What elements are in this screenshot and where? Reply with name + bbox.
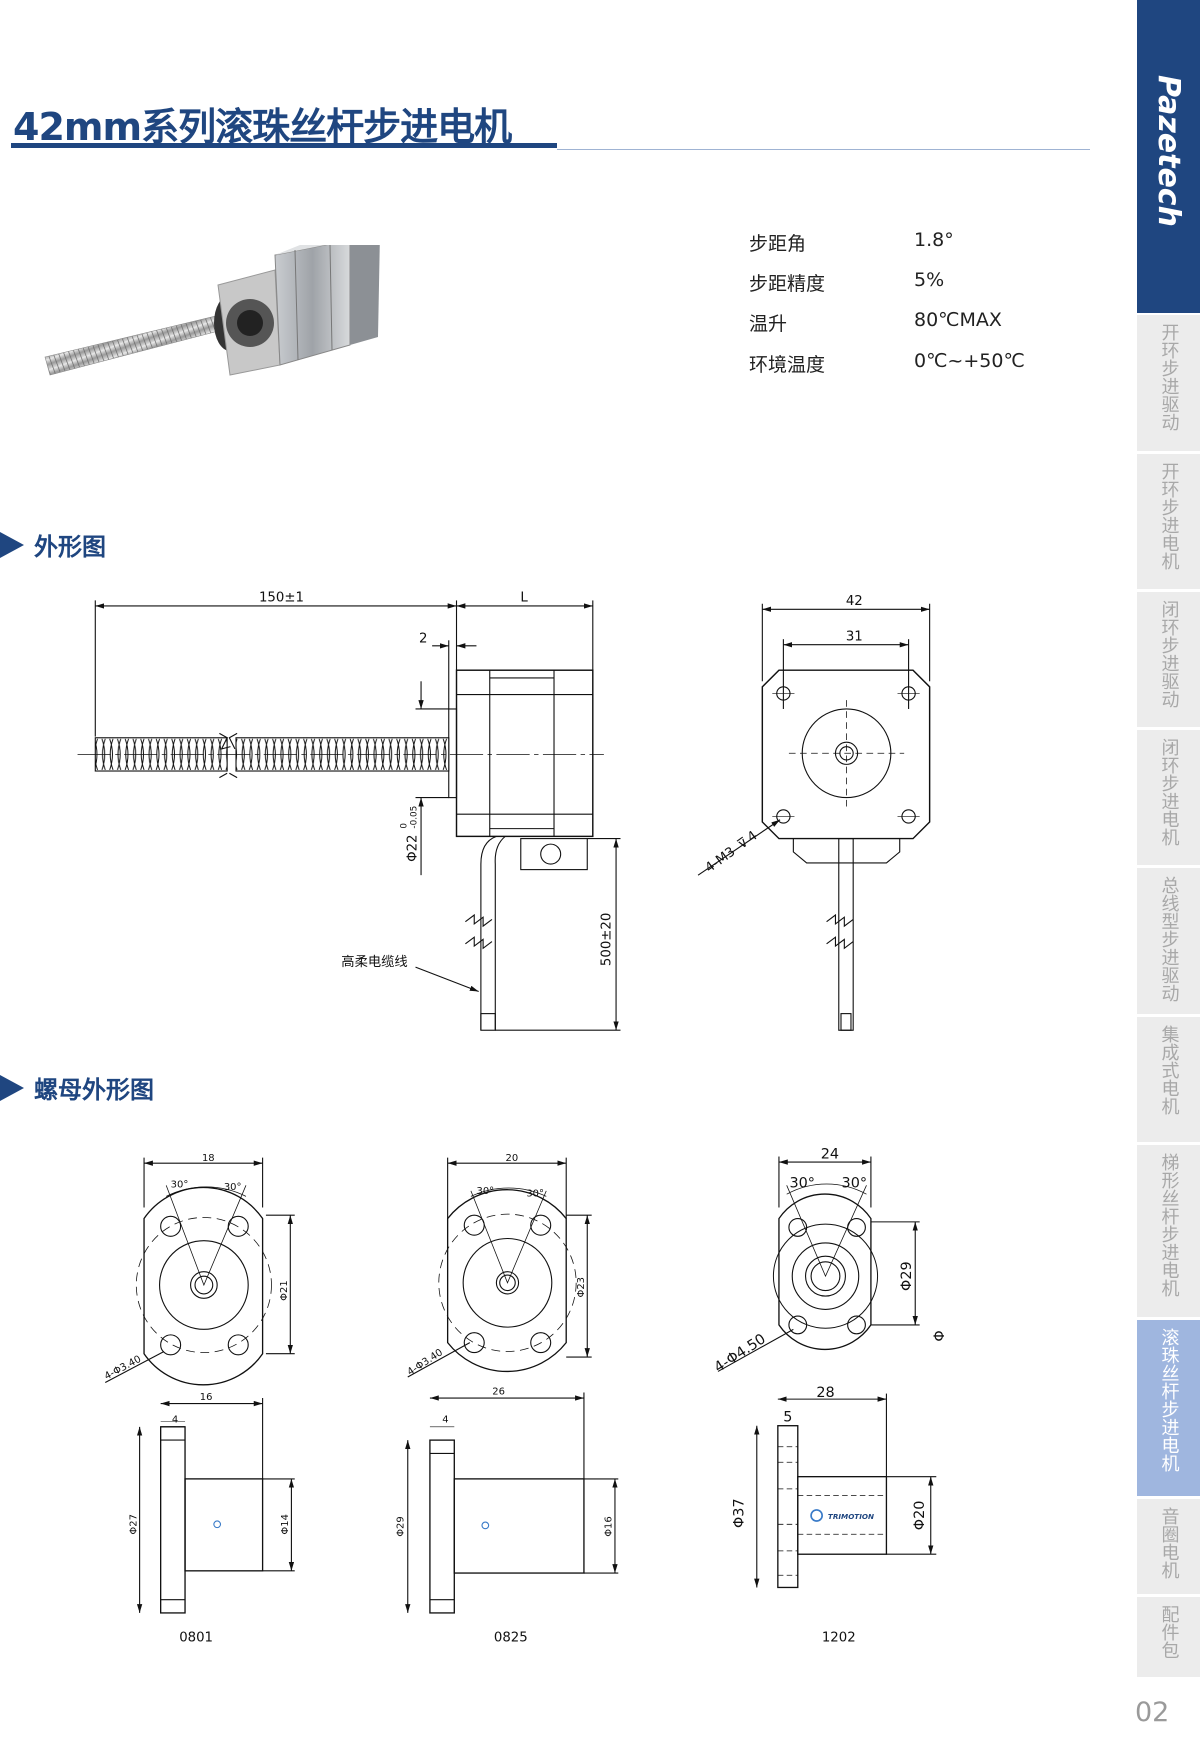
tab-label: 梯形丝杆步进电机 xyxy=(1158,1153,1180,1297)
sidebar-brand-panel xyxy=(1137,0,1200,313)
nut-angle: 30° xyxy=(526,1188,544,1199)
tab-label: 闭环步进驱动 xyxy=(1158,600,1180,708)
nut-0801-front xyxy=(105,1157,295,1386)
nut-angle: 30° xyxy=(842,1176,868,1192)
nut-flange-thickness: 4 xyxy=(442,1414,448,1425)
sidebar-tab-active[interactable]: 滚珠丝杆步进电机 xyxy=(1137,1320,1200,1496)
nut-length: 26 xyxy=(492,1387,505,1398)
nut-angle: 30° xyxy=(224,1182,242,1193)
tab-label: 配件包 xyxy=(1158,1605,1180,1659)
nut-pcd: Φ23 xyxy=(576,1277,587,1298)
extra-diameter-symbol: Φ xyxy=(932,1330,948,1341)
dim-cable-length: 500±20 xyxy=(600,913,615,966)
brand-logo-icon xyxy=(213,1520,222,1529)
nut-1202-front xyxy=(717,1156,920,1372)
nut-1202-side xyxy=(754,1393,937,1589)
brand-logo: Pazetech xyxy=(1151,75,1186,227)
cable-label: 高柔电缆线 xyxy=(341,953,407,970)
spec-value: 1.8° xyxy=(914,229,954,251)
sidebar-tab[interactable]: 闭环步进驱动 xyxy=(1137,592,1200,727)
page-number: 02 xyxy=(1135,1697,1170,1728)
nut-angle: 30° xyxy=(789,1176,815,1192)
sidebar-tab[interactable]: 闭环步进电机 xyxy=(1137,730,1200,865)
nut-length: 28 xyxy=(816,1385,834,1401)
page-title: 42mm系列滚珠丝杆步进电机 xyxy=(13,105,512,149)
title-rule xyxy=(557,149,1090,150)
nut-body-dia: Φ14 xyxy=(280,1514,291,1535)
triangle-icon xyxy=(0,1074,24,1101)
tab-label: 集成式电机 xyxy=(1158,1025,1180,1115)
nut-model: 1202 xyxy=(822,1631,856,1646)
nut-length: 16 xyxy=(200,1392,213,1403)
dim-boss-height: 2 xyxy=(419,632,427,647)
sidebar-tab[interactable]: 音圈电机 xyxy=(1137,1499,1200,1594)
nut-flange-thickness: 4 xyxy=(172,1414,178,1425)
dim-width: 42 xyxy=(846,594,863,609)
nut-flange-dia: Φ37 xyxy=(731,1498,747,1528)
nut-model: 0801 xyxy=(179,1631,213,1646)
nut-flange-dia: Φ29 xyxy=(395,1516,406,1537)
nut-angle: 30° xyxy=(171,1180,189,1191)
section-outline: 外形图 xyxy=(0,527,106,562)
nut-flange-width: 20 xyxy=(506,1153,519,1164)
brand-mark: TRIMOTION xyxy=(828,1512,874,1521)
spec-label: 步距精度 xyxy=(749,273,826,295)
tab-label: 闭环步进电机 xyxy=(1158,738,1180,846)
nut-body-dia: Φ20 xyxy=(912,1501,928,1531)
product-photo xyxy=(44,245,380,376)
logo-text: Pazetech xyxy=(1151,75,1186,227)
nut-pcd: Φ29 xyxy=(899,1261,915,1291)
nut-flange-thickness: 5 xyxy=(783,1409,792,1425)
nut-flange-width: 24 xyxy=(821,1147,839,1163)
sidebar-tab[interactable]: 开环步进电机 xyxy=(1137,454,1200,589)
dim-boss-diameter: Φ22 xyxy=(406,834,421,861)
motor-side-view xyxy=(77,600,621,1031)
dim-hole-spacing: 31 xyxy=(846,629,863,644)
nut-model: 0825 xyxy=(494,1631,528,1646)
sidebar-tab[interactable]: 集成式电机 xyxy=(1137,1017,1200,1142)
dim-boss-tol-lower: -0.05 xyxy=(410,806,420,829)
sidebar-tab[interactable]: 总线型步进驱动 xyxy=(1137,868,1200,1014)
tab-label: 总线型步进驱动 xyxy=(1158,876,1180,1002)
spec-label: 环境温度 xyxy=(749,354,826,376)
spec-label: 温升 xyxy=(749,313,788,335)
dim-boss-tol-upper: 0 xyxy=(400,823,410,829)
nut-flange-dia: Φ27 xyxy=(128,1514,139,1535)
dim-body-length: L xyxy=(520,591,528,606)
section-title: 螺母外形图 xyxy=(34,1076,154,1104)
tab-label: 开环步进驱动 xyxy=(1158,323,1180,431)
triangle-icon xyxy=(0,531,24,558)
nut-holes: 4-Φ4.50 xyxy=(712,1331,769,1376)
hole-callout: 4-M3 xyxy=(703,845,739,877)
nut-flange-width: 18 xyxy=(202,1153,215,1164)
sidebar-tab[interactable]: 梯形丝杆步进电机 xyxy=(1137,1145,1200,1317)
nut-0801-side xyxy=(136,1398,295,1614)
nut-0825-side xyxy=(405,1392,619,1614)
tab-label: 音圈电机 xyxy=(1158,1507,1180,1579)
brand-logo-icon xyxy=(481,1521,490,1530)
section-nut-outline: 螺母外形图 xyxy=(0,1070,154,1105)
motor-front-view xyxy=(697,603,931,1031)
nut-body-dia: Φ16 xyxy=(604,1516,615,1537)
tab-label: 开环步进电机 xyxy=(1158,462,1180,570)
section-title: 外形图 xyxy=(34,533,106,561)
title-underline xyxy=(11,143,557,148)
nut-holes: 4-Φ3.40 xyxy=(405,1347,445,1378)
nut-holes: 4-Φ3.40 xyxy=(103,1354,143,1382)
spec-value: 0℃~+50℃ xyxy=(914,350,1025,372)
nut-pcd: Φ21 xyxy=(279,1280,290,1301)
brand-logo-icon xyxy=(810,1509,823,1522)
nut-angle: 30° xyxy=(476,1186,494,1197)
spec-value: 5% xyxy=(914,269,945,291)
spec-label: 步距角 xyxy=(749,233,807,255)
nut-0825-front xyxy=(407,1157,592,1378)
sidebar-tab[interactable]: 开环步进驱动 xyxy=(1137,315,1200,451)
tab-label: 滚珠丝杆步进电机 xyxy=(1158,1328,1180,1472)
dim-screw-length: 150±1 xyxy=(259,591,304,606)
sidebar-tab[interactable]: 配件包 xyxy=(1137,1597,1200,1677)
spec-value: 80℃MAX xyxy=(914,309,1002,331)
